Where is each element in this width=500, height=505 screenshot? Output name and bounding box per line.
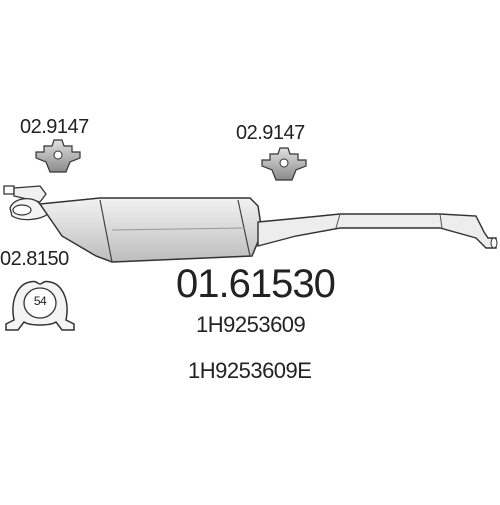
- clamp-part-number: 02.8150: [0, 248, 69, 270]
- hanger-left-part-number: 02.9147: [20, 116, 89, 138]
- clamp-size-label: 54: [33, 294, 47, 308]
- rubber-hanger-right-icon: [261, 147, 307, 181]
- pipe-clamp-icon: [5, 280, 75, 331]
- rubber-hanger-left-icon: [35, 139, 81, 173]
- oem-number-1: 1H9253609: [196, 312, 306, 337]
- main-part-number: 01.61530: [176, 262, 336, 306]
- hanger-right-part-number: 02.9147: [236, 122, 305, 144]
- oem-number-2: 1H9253609E: [188, 358, 312, 383]
- rear-silencer-icon: [3, 185, 498, 263]
